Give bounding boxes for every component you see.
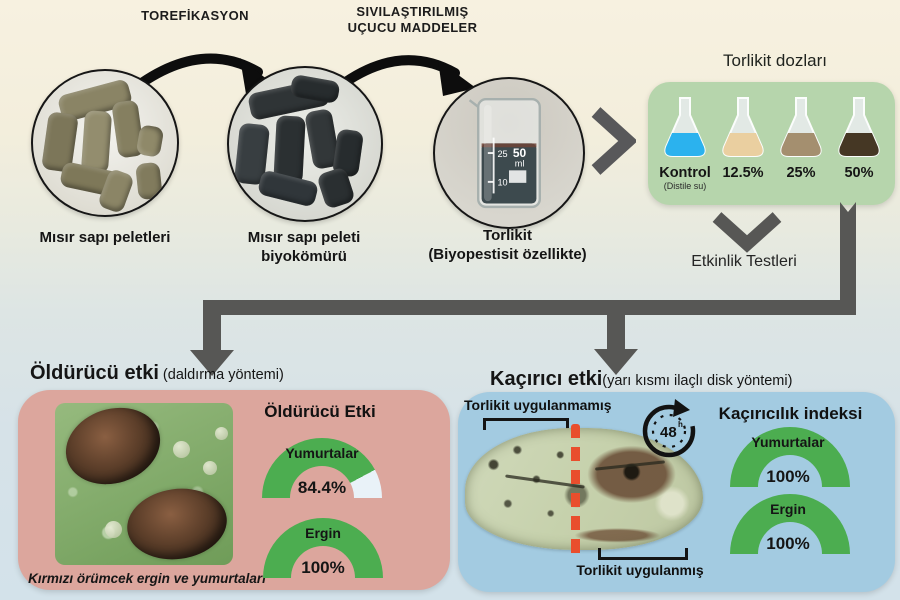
repellent-header-note: (yarı kısmı ilaçlı disk yöntemi) [602,373,793,389]
pellet [135,161,163,201]
doses-title: Torlikit dozları [723,51,827,70]
pellet [256,169,320,208]
torlikit-label-line1: Torlikit [483,227,532,244]
biochar-label: Mısır sapı peleti biyokömürü [247,229,361,265]
mite-adult [55,403,171,497]
flask-50 [838,97,880,157]
connector-horizontal-bar [203,300,856,315]
dose-sublabel: (Distile su) [663,181,707,191]
torlikit-label-line2: (Biyopestisit özellikte) [428,245,587,263]
flask-kontrol [664,97,706,157]
untreated-label: Torlikit uygulanmamış [464,397,612,413]
beaker-scale-25: 25 [497,149,507,159]
gauge-label: Yumurtalar [285,445,359,461]
flask-liquid [839,133,879,156]
dose-label: 12.5% [722,165,764,181]
pellet [80,110,113,174]
gauge-label: Ergin [770,501,806,517]
torlikit-beaker-photo: 25 10 50 ml [433,77,585,229]
connector-right-stem [607,315,625,351]
corn-pellets-photo [31,69,179,217]
flask-12-5 [722,97,764,157]
mite-egg [203,461,217,475]
pellets-label: Mısır sapı peletleri [39,229,171,246]
mite-egg [215,427,228,440]
dose-50: 50% [830,95,888,181]
tests-label: Etkinlik Testleri [691,253,797,270]
mite-egg [105,521,122,538]
dose-label: 25% [786,165,816,181]
treated-label: Torlikit uygulanmış [576,562,704,578]
biochar-pellets-photo [227,66,383,222]
arrow-down-right-icon [594,349,638,375]
volatiles-label: SIVILAŞTIRILMIŞ UÇUCU MADDELER [335,4,490,37]
chevron-right-icon [591,107,636,175]
dose-kontrol: Kontrol (Distile su) [656,95,714,191]
repellent-gauge-adult: Ergin 100% [730,494,850,554]
gauge-label: Ergin [305,525,341,541]
chevron-down-icon [712,212,782,253]
mite-adult [122,482,232,565]
lethal-header-bold: Öldürücü etki [30,362,159,384]
timer-unit: h [678,420,683,429]
connector-left-stem [203,300,221,352]
lethal-panel: Kırmızı örümcek ergin ve yumurtaları Öld… [18,390,450,590]
arrow-down-left-icon [190,350,234,376]
beaker-scale-ml: ml [515,159,525,169]
repellent-panel-title: Kaçırıcılık indeksi [718,404,863,423]
gauge-value: 84.4% [297,478,347,497]
curved-arrow-2 [335,55,476,96]
beaker-scale-50: 50 [513,146,527,160]
connector-vertical-bar [840,202,856,315]
leaf-vein [595,460,665,471]
dose-label: 50% [844,165,874,181]
beaker-scale-10: 10 [497,178,507,188]
torlikit-label: Torlikit (Biyopestisit özellikte) [395,227,620,265]
untreated-bracket [483,418,569,430]
leaf-disk-photo [465,428,703,550]
mite-photo [55,403,233,565]
repellent-panel: Torlikit uygulanmamış 48 h Kaçırıcılık i… [458,392,895,592]
dose-25: 25% [772,95,830,181]
dose-12-5: 12.5% [714,95,772,181]
pellet [135,124,165,158]
lethal-gauge-eggs: Yumurtalar 84.4% [262,438,382,498]
repellent-header-bold: Kaçırıcı etki [490,368,603,390]
volatiles-label-line2: UÇUCU MADDELER [347,20,478,36]
repellent-header: Kaçırıcı etki(yarı kısmı ilaçlı disk yön… [490,368,792,391]
dose-label: Kontrol [659,165,711,181]
lethal-panel-title: Öldürücü Etki [264,402,376,421]
flask-liquid [723,133,763,156]
gauge-value: 100% [301,558,345,577]
timer-48h-icon: 48 h [642,399,696,458]
repellent-gauge-eggs: Yumurtalar 100% [730,427,850,487]
gauge-label: Yumurtalar [751,434,825,450]
flask-25 [780,97,822,157]
timer-value: 48 [660,424,677,441]
flask-liquid [781,133,821,156]
divider-red-dashed-line [571,424,580,558]
gauge-value: 100% [766,534,810,553]
torrefaction-label: TOREFİKASYON [141,8,249,23]
mite-egg [173,441,190,458]
lethal-gauge-adult: Ergin 100% [263,518,383,578]
doses-row: Kontrol (Distile su) 12.5% 25% 50% [656,95,888,191]
mite-photo-caption: Kırmızı örümcek ergin ve yumurtaları [28,571,266,586]
gauge-value: 100% [766,467,810,486]
flask-liquid [665,133,705,156]
volatiles-label-line1: SIVILAŞTIRILMIŞ [356,4,469,19]
lethal-header-note: (daldırma yöntemi) [158,367,284,383]
lethal-header: Öldürücü etki (daldırma yöntemi) [30,362,284,385]
treated-bracket [598,548,688,560]
beaker-graphic: 25 10 50 ml [468,97,541,209]
